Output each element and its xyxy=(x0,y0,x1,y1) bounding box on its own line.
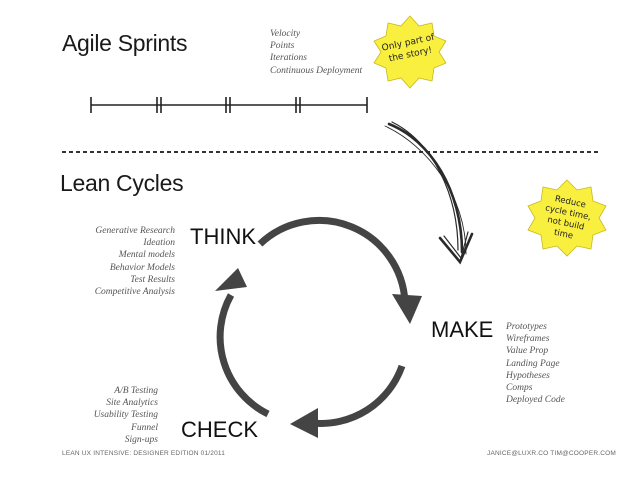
think-items-list: Generative Research Ideation Mental mode… xyxy=(60,225,175,298)
make-label: MAKE xyxy=(431,317,494,342)
badge-text-line: time xyxy=(553,228,574,242)
check-label: CHECK xyxy=(181,417,259,442)
make-items-list: Prototypes Wireframes Value Prop Landing… xyxy=(506,321,565,406)
metric-item: Continuous Deployment xyxy=(270,65,363,76)
story-starburst-badge: Only part of the story! xyxy=(373,15,447,89)
make-item: Wireframes xyxy=(506,334,550,345)
think-item: Mental models xyxy=(118,250,175,261)
metric-item: Points xyxy=(270,41,295,52)
arrowhead-check xyxy=(290,408,318,438)
check-item: Usability Testing xyxy=(93,410,158,421)
cycle-ring xyxy=(216,217,409,427)
cycle-time-starburst-badge: Reduce cycle time, not build time xyxy=(527,179,607,257)
check-item: Funnel xyxy=(131,422,158,433)
arc-check-to-think xyxy=(216,293,270,418)
arrowhead-make xyxy=(392,294,422,324)
think-item: Generative Research xyxy=(95,226,175,236)
make-item: Landing Page xyxy=(506,358,560,369)
transition-arrow xyxy=(384,121,474,265)
footer-course-label: LEAN UX INTENSIVE: DESIGNER EDITION 01/2… xyxy=(62,450,226,457)
arc-think-to-make xyxy=(257,217,409,303)
think-item: Competitive Analysis xyxy=(94,287,175,298)
check-item: A/B Testing xyxy=(114,386,158,396)
check-item: Site Analytics xyxy=(106,398,158,409)
think-item: Behavior Models xyxy=(109,262,175,273)
make-item: Hypotheses xyxy=(506,370,550,381)
arc-make-to-check xyxy=(311,364,406,427)
agile-sprints-title: Agile Sprints xyxy=(62,30,188,56)
arrowhead-think xyxy=(215,268,247,291)
make-item: Deployed Code xyxy=(506,395,565,406)
think-item: Ideation xyxy=(143,238,175,249)
make-item: Prototypes xyxy=(506,322,547,332)
think-item: Test Results xyxy=(130,274,175,285)
metric-item: Velocity xyxy=(270,29,301,39)
cycle-arrowheads xyxy=(215,268,422,438)
think-label: THINK xyxy=(190,224,256,249)
make-item: Value Prop xyxy=(506,346,549,357)
check-item: Sign-ups xyxy=(124,434,158,445)
metric-item: Iterations xyxy=(270,53,307,64)
agile-metrics-list: Velocity Points Iterations Continuous De… xyxy=(270,28,362,77)
sprint-timeline xyxy=(90,97,368,113)
footer-contact-emails: JANICE@LUXR.CO TIM@COOPER.COM xyxy=(487,450,617,457)
make-item: Comps xyxy=(506,383,533,394)
lean-cycles-title: Lean Cycles xyxy=(60,170,184,196)
check-items-list: A/B Testing Site Analytics Usability Tes… xyxy=(60,385,158,446)
